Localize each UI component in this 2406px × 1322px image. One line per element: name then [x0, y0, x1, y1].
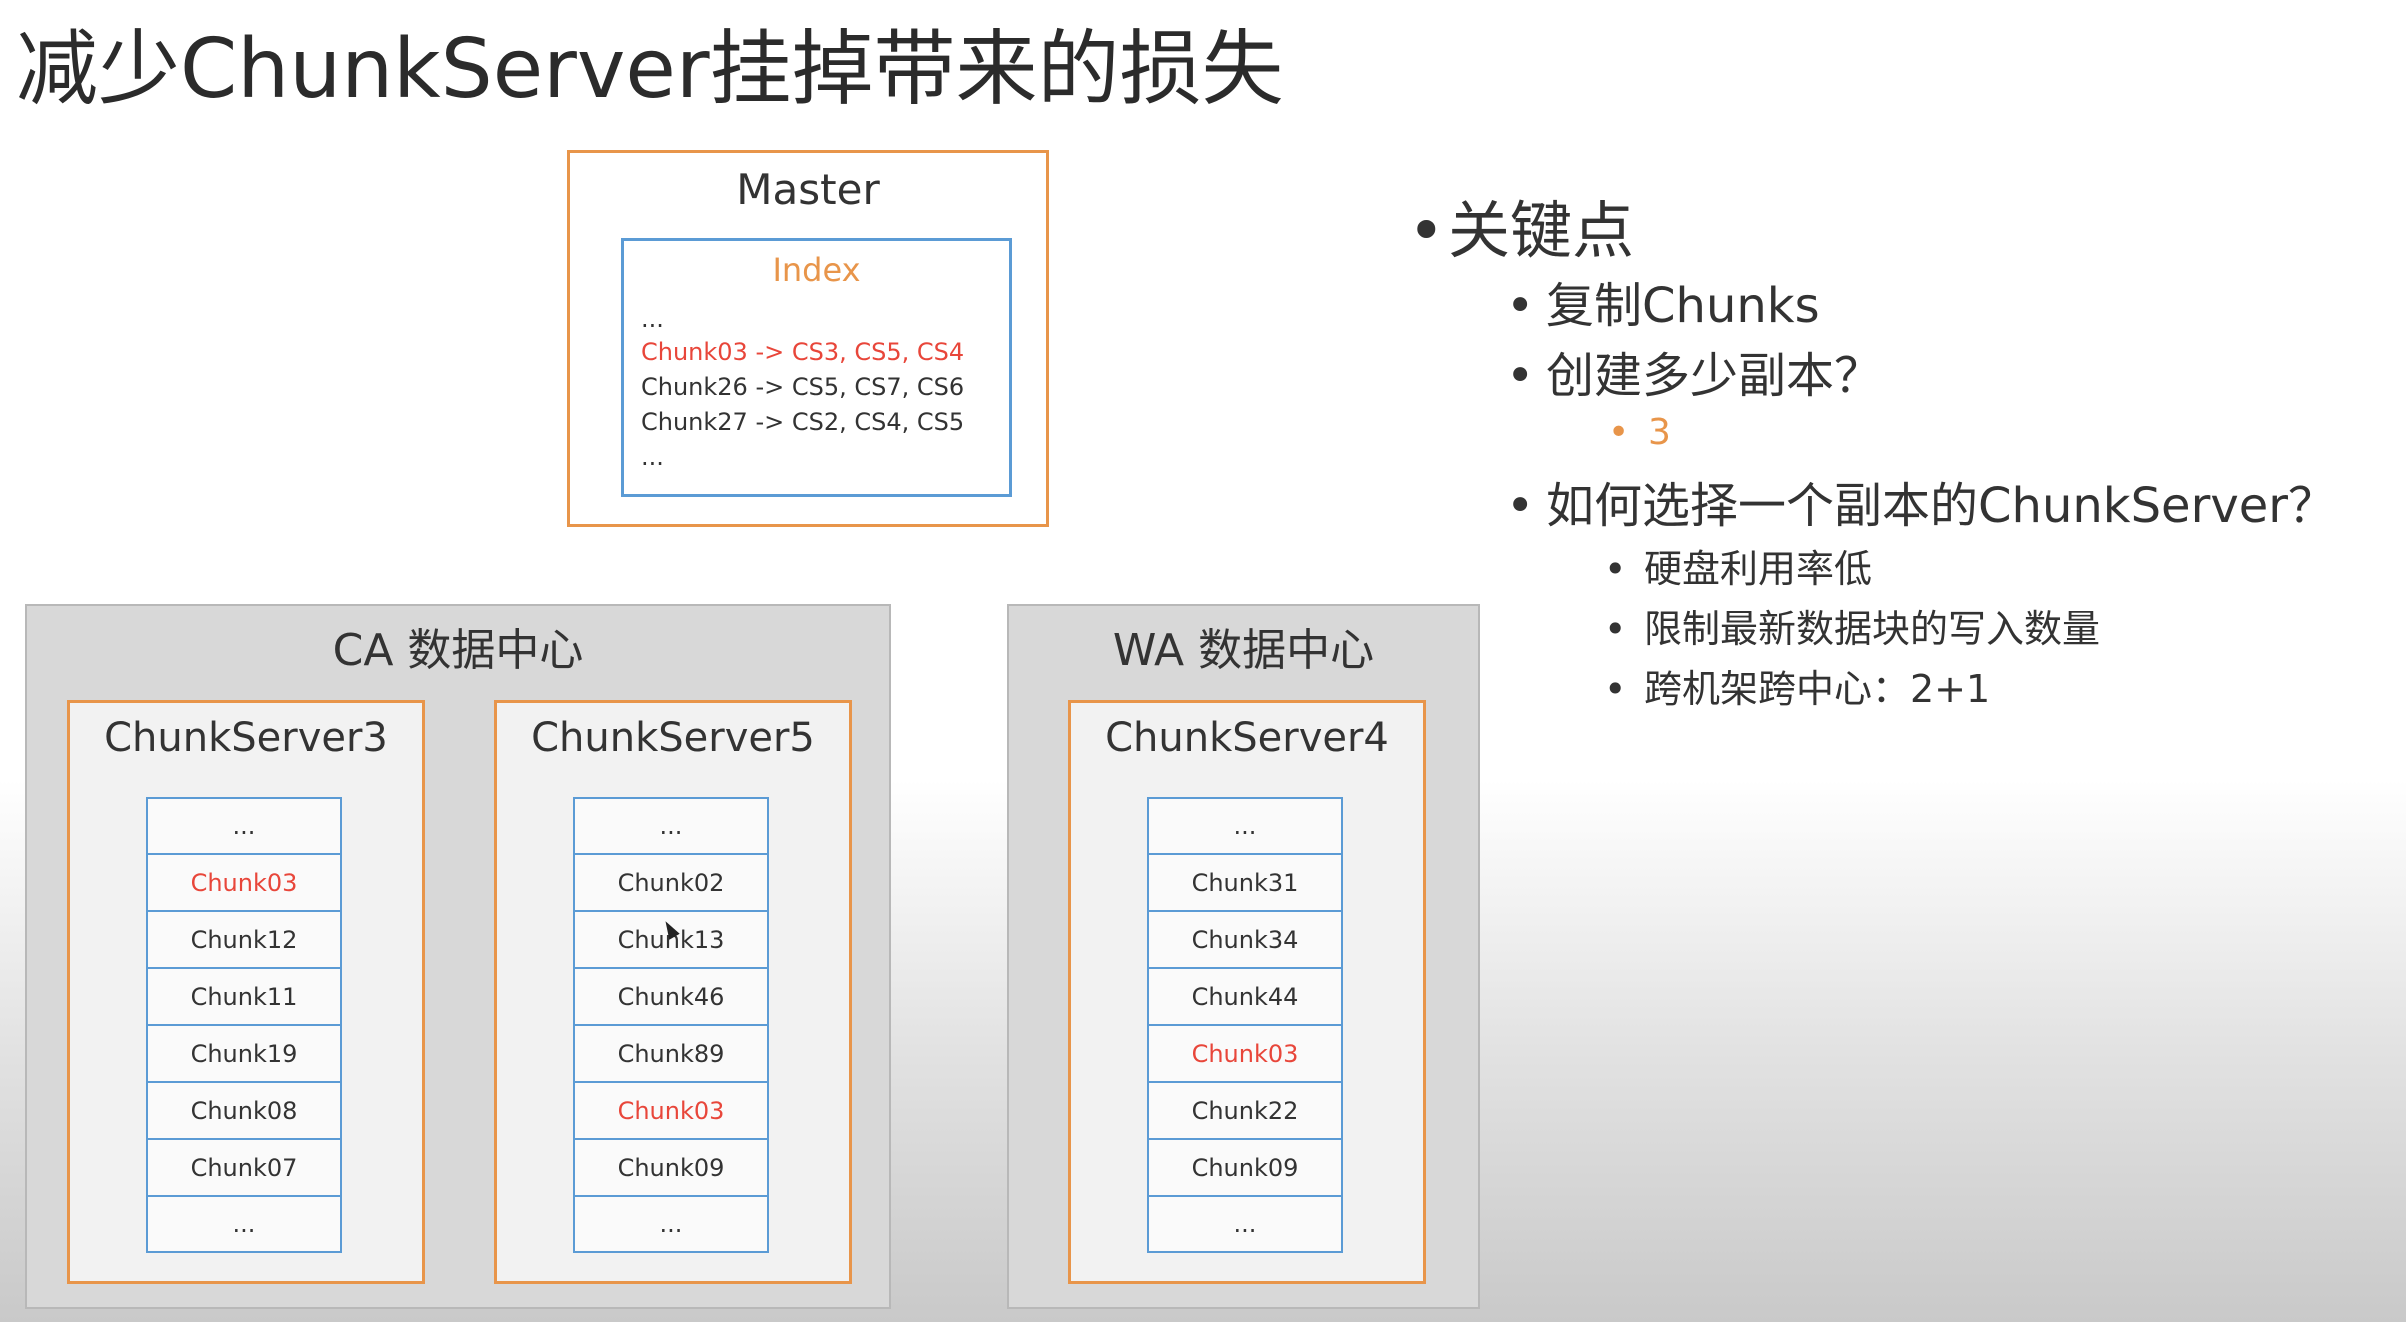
chunk-cell: ...: [1147, 797, 1343, 854]
bullet-dot-icon: •: [1408, 194, 1445, 267]
datacenter-wa: WA 数据中心 ChunkServer4 ... Chunk31 Chunk34…: [1007, 604, 1480, 1309]
chunk-cell: Chunk09: [1147, 1139, 1343, 1196]
bullet-answer: •3: [1608, 412, 1671, 453]
chunk-list: ... Chunk31 Chunk34 Chunk44 Chunk03 Chun…: [1147, 797, 1343, 1253]
chunk-cell: Chunk31: [1147, 854, 1343, 911]
chunk-cell: Chunk22: [1147, 1082, 1343, 1139]
bullet-main: •关键点: [1408, 180, 1634, 270]
chunk-cell: Chunk46: [573, 968, 769, 1025]
index-line: ...: [641, 443, 664, 471]
chunk-cell: Chunk34: [1147, 911, 1343, 968]
index-line: Chunk27 -> CS2, CS4, CS5: [641, 408, 965, 436]
bullet-sub: •创建多少副本？: [1506, 336, 1882, 406]
master-title: Master: [736, 165, 880, 214]
chunk-cell: ...: [573, 1196, 769, 1253]
chunk-cell: Chunk19: [146, 1025, 342, 1082]
chunkserver-5: ChunkServer5 ... Chunk02 Chunk13 Chunk46…: [494, 700, 852, 1284]
datacenter-title: WA 数据中心: [1112, 625, 1375, 676]
bullet-sub: •复制Chunks: [1506, 266, 1820, 336]
bullet-text: 3: [1648, 412, 1671, 453]
chunk-cell-highlighted: Chunk03: [1147, 1025, 1343, 1082]
index-title: Index: [772, 251, 861, 289]
bullet-text: 创建多少副本？: [1546, 348, 1883, 404]
bullet-dot-icon: •: [1506, 478, 1535, 534]
chunk-cell: Chunk08: [146, 1082, 342, 1139]
index-line: Chunk26 -> CS5, CS7, CS6: [641, 373, 965, 401]
chunk-cell: ...: [146, 797, 342, 854]
bullet-dot-icon: •: [1506, 348, 1535, 404]
chunkserver-title: ChunkServer3: [104, 715, 388, 761]
bullet-sub: •如何选择一个副本的ChunkServer？: [1506, 466, 2336, 536]
bullet-text: 关键点: [1448, 194, 1635, 267]
bullet-text: 硬盘利用率低: [1644, 547, 1873, 591]
chunk-cell: Chunk89: [573, 1025, 769, 1082]
chunk-cell: ...: [146, 1196, 342, 1253]
chunk-cell: ...: [573, 797, 769, 854]
chunk-cell-highlighted: Chunk03: [146, 854, 342, 911]
bullet-subsub: • 硬盘利用率低: [1604, 538, 1872, 593]
bullet-text: 限制最新数据块的写入数量: [1644, 607, 2101, 651]
chunk-cell: Chunk11: [146, 968, 342, 1025]
bullet-dot-icon: •: [1608, 412, 1630, 453]
bullet-text: 跨机架跨中心：2+1: [1644, 667, 1991, 711]
chunk-cell-highlighted: Chunk03: [573, 1082, 769, 1139]
chunkserver-3: ChunkServer3 ... Chunk03 Chunk12 Chunk11…: [67, 700, 425, 1284]
chunk-cell: Chunk12: [146, 911, 342, 968]
chunk-cell: ...: [1147, 1196, 1343, 1253]
datacenter-title: CA 数据中心: [332, 625, 584, 676]
chunk-cell: Chunk09: [573, 1139, 769, 1196]
chunkserver-title: ChunkServer5: [531, 715, 815, 761]
bullet-subsub: • 限制最新数据块的写入数量: [1604, 598, 2100, 653]
datacenter-ca: CA 数据中心 ChunkServer3 ... Chunk03 Chunk12…: [25, 604, 891, 1309]
chunkserver-4: ChunkServer4 ... Chunk31 Chunk34 Chunk44…: [1068, 700, 1426, 1284]
bullet-dot-icon: •: [1604, 607, 1627, 651]
slide-title: 减少ChunkServer挂掉带来的损失: [16, 22, 1284, 117]
bullet-dot-icon: •: [1604, 547, 1627, 591]
bullet-dot-icon: •: [1506, 278, 1535, 334]
bullet-text: 复制Chunks: [1546, 278, 1820, 334]
master-box: Master Index ... Chunk03 -> CS3, CS5, CS…: [567, 150, 1049, 527]
bullet-dot-icon: •: [1604, 667, 1627, 711]
chunk-cell: Chunk44: [1147, 968, 1343, 1025]
chunk-list: ... Chunk03 Chunk12 Chunk11 Chunk19 Chun…: [146, 797, 342, 1253]
bullet-subsub: • 跨机架跨中心：2+1: [1604, 658, 1990, 713]
chunk-list: ... Chunk02 Chunk13 Chunk46 Chunk89 Chun…: [573, 797, 769, 1253]
chunk-cell: Chunk07: [146, 1139, 342, 1196]
bullet-text: 如何选择一个副本的ChunkServer？: [1546, 478, 2336, 534]
chunk-cell: Chunk13: [573, 911, 769, 968]
index-line: ...: [641, 305, 664, 333]
index-box: Index ... Chunk03 -> CS3, CS5, CS4 Chunk…: [621, 238, 1012, 497]
index-line-highlighted: Chunk03 -> CS3, CS5, CS4: [641, 338, 965, 366]
chunk-cell: Chunk02: [573, 854, 769, 911]
chunkserver-title: ChunkServer4: [1105, 715, 1389, 761]
